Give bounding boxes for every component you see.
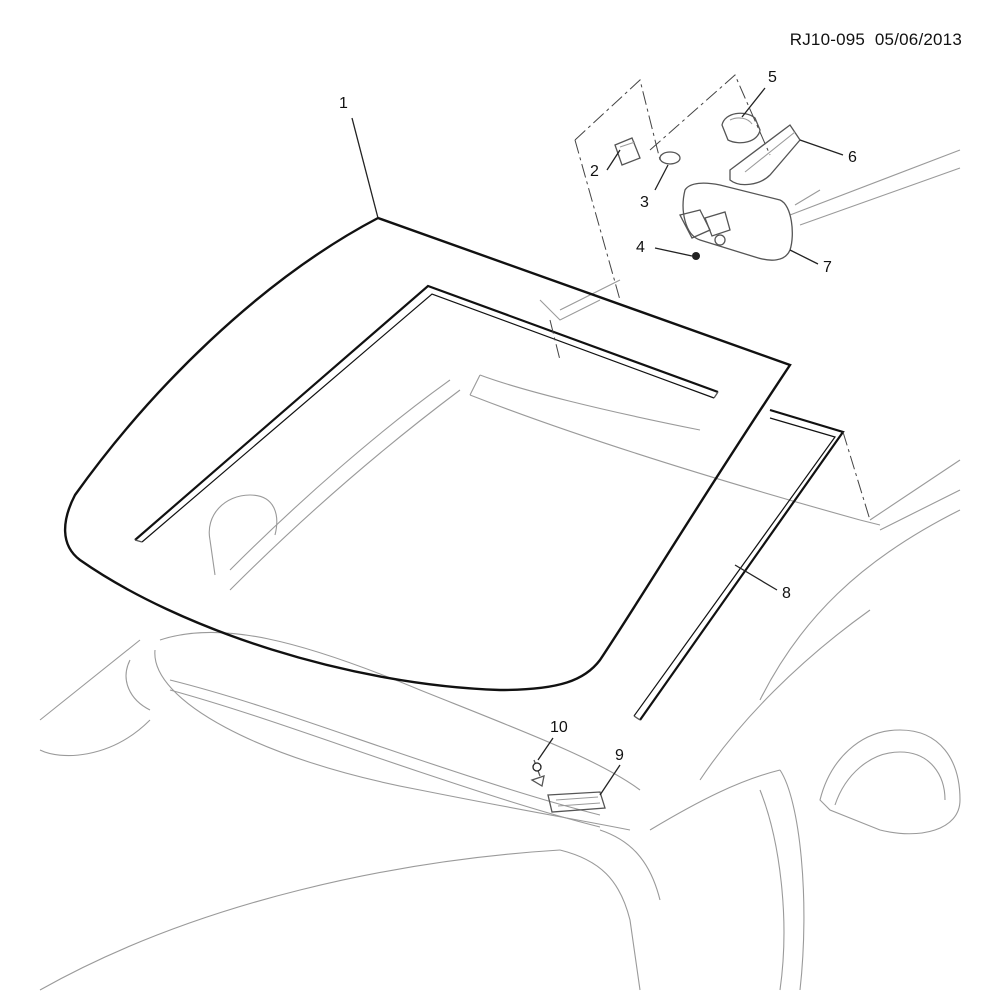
callout-3: 3 bbox=[640, 194, 649, 211]
mirror-bracket-pad bbox=[614, 137, 641, 166]
ambient-sensor bbox=[547, 791, 606, 813]
adhesive-pad bbox=[659, 151, 681, 165]
cowl-parts bbox=[530, 759, 606, 813]
callout-1: 1 bbox=[339, 95, 348, 112]
reference-date: 05/06/2013 bbox=[874, 30, 962, 49]
rearview-mirror bbox=[682, 182, 793, 261]
callout-4: 4 bbox=[636, 239, 645, 256]
reveal-molding bbox=[633, 408, 871, 721]
callout-labels: 1 2 3 4 5 6 7 8 9 10 bbox=[339, 69, 857, 764]
vehicle-body-outline bbox=[39, 149, 961, 991]
wire-cover bbox=[729, 124, 801, 186]
sensor-cover bbox=[721, 112, 761, 144]
mirror-assembly bbox=[549, 74, 801, 361]
callout-7: 7 bbox=[823, 259, 832, 276]
leader-lines bbox=[351, 87, 844, 796]
callout-10: 10 bbox=[550, 719, 568, 736]
callout-8: 8 bbox=[782, 585, 791, 602]
diagram-reference: RJ10-095 05/06/2013 bbox=[790, 30, 962, 50]
callout-2: 2 bbox=[590, 163, 599, 180]
callout-9: 9 bbox=[615, 747, 624, 764]
callout-6: 6 bbox=[848, 149, 857, 166]
reference-code: RJ10-095 bbox=[789, 30, 866, 49]
callout-5: 5 bbox=[768, 69, 777, 86]
windshield-glass bbox=[63, 216, 792, 692]
mirror-screw bbox=[692, 252, 700, 260]
